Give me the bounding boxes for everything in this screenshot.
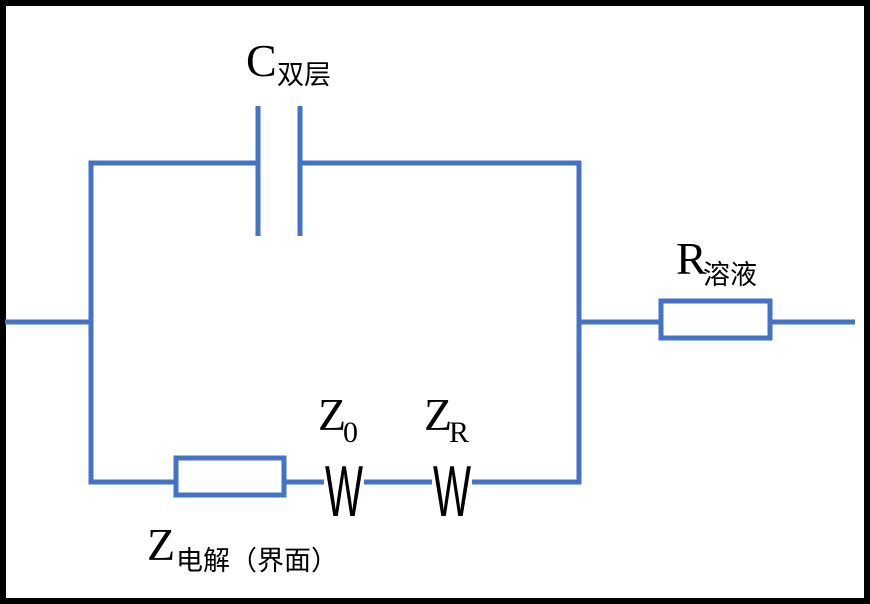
electrolyte-label-main: Z: [147, 519, 175, 570]
warburg-z0-background: [324, 458, 364, 516]
electrolyte-label-sub: 电解（界面）: [176, 546, 338, 577]
warburg-zr-symbol: W: [433, 452, 471, 532]
solution-resistor: [658, 298, 773, 341]
warburg-z0-symbol: W: [325, 452, 363, 532]
warburg-zr-background: [432, 458, 472, 516]
solution-resistor-label-main: R: [676, 233, 707, 284]
solution-resistor-label-sub: 溶液: [703, 260, 757, 291]
electrolyte-resistor: [173, 455, 287, 498]
z0-label-main: Z: [318, 389, 346, 440]
capacitor-label-main: C: [246, 35, 277, 86]
capacitor-label-sub: 双层: [277, 60, 331, 91]
zr-label-sub: R: [449, 416, 469, 449]
z0-label-sub: 0: [343, 416, 358, 449]
zr-label-main: Z: [424, 389, 452, 440]
